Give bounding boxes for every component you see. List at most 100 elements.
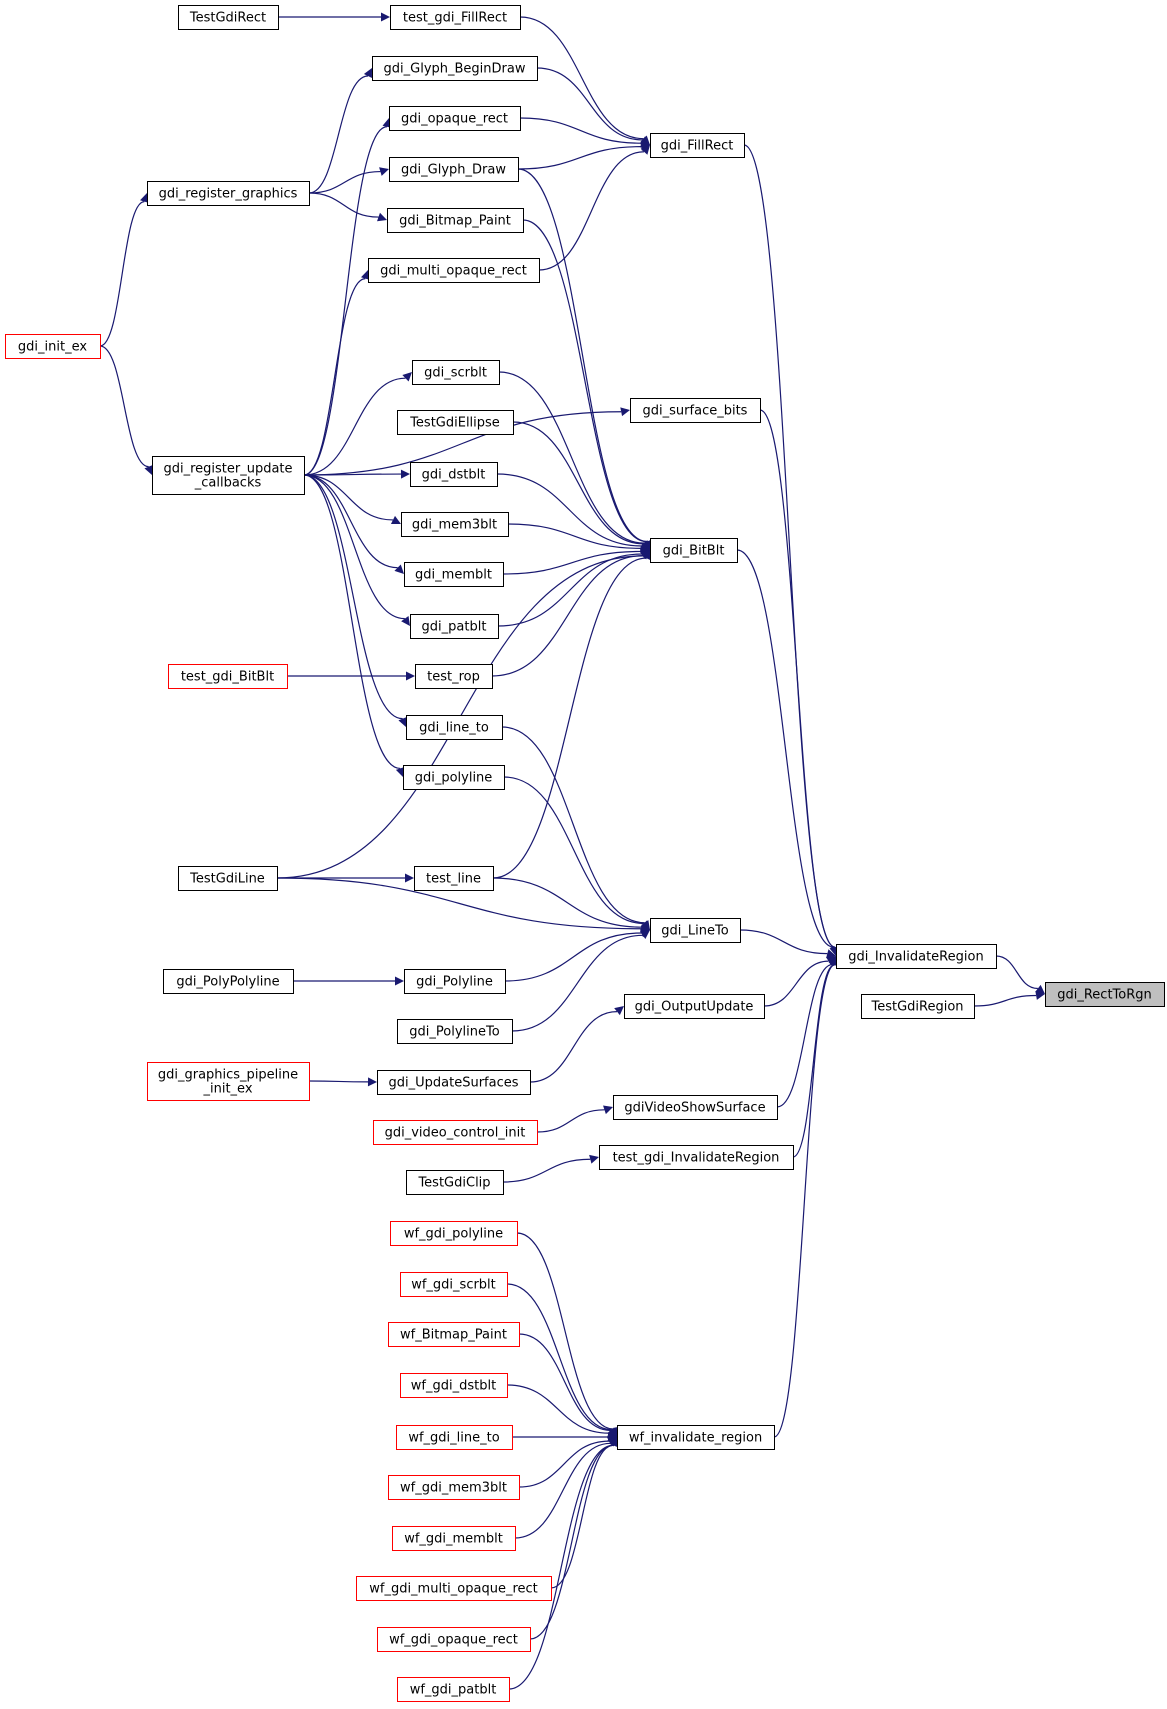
node-gdi_FillRect[interactable]: gdi_FillRect [650, 133, 745, 158]
node-box [388, 1475, 520, 1500]
node-gdi_Bitmap_Paint[interactable]: gdi_Bitmap_Paint [387, 208, 524, 233]
node-gdi_scrblt[interactable]: gdi_scrblt [412, 360, 500, 385]
edge-gdi_dstblt-to-gdi_BitBlt [496, 473, 642, 547]
node-TestGdiLine[interactable]: TestGdiLine [178, 866, 278, 891]
node-box [372, 56, 538, 81]
edge-wf_Bitmap_Paint-to-wf_invalidate_region [518, 1333, 611, 1432]
node-box [404, 562, 504, 587]
arrowhead-gdi_PolylineTo-to-gdi_LineTo [640, 930, 650, 939]
node-box [5, 334, 101, 359]
node-gdi_dstblt[interactable]: gdi_dstblt [410, 462, 498, 487]
edge-gdi_UpdateSurfaces-to-gdi_OutputUpdate [529, 1011, 618, 1083]
node-gdi_memblt[interactable]: gdi_memblt [404, 562, 504, 587]
node-label: gdi_register_update [163, 462, 292, 477]
node-box [406, 1170, 504, 1195]
node-TestGdiClip[interactable]: TestGdiClip [406, 1170, 504, 1195]
arrowhead-gdi_InvalidateRegion-to-gdi_RectToRgn [1035, 984, 1045, 994]
arrowhead-test_gdi_BitBlt-to-test_rop [406, 671, 415, 681]
edge-gdi_FillRect-to-gdi_InvalidateRegion [743, 144, 836, 948]
node-wf_gdi_patblt[interactable]: wf_gdi_patblt [397, 1677, 510, 1702]
nodes-layer: gdi_RectToRgngdi_InvalidateRegionTestGdi… [5, 5, 1165, 1702]
node-label: _init_ex [202, 1082, 252, 1097]
node-gdi_LineTo[interactable]: gdi_LineTo [650, 918, 741, 943]
node-gdi_register_graphics[interactable]: gdi_register_graphics [147, 181, 310, 206]
node-label: gdi_multi_opaque_rect [380, 264, 527, 279]
edge-gdi_opaque_rect-to-gdi_FillRect [519, 117, 642, 144]
edge-gdi_surface_bits-to-gdi_InvalidateRegion [759, 409, 835, 948]
arrowhead-wf_gdi_patblt-to-wf_invalidate_region [609, 1437, 618, 1448]
node-gdi_mem3blt[interactable]: gdi_mem3blt [401, 512, 509, 537]
node-gdi_UpdateSurfaces[interactable]: gdi_UpdateSurfaces [377, 1070, 531, 1095]
edge-gdi_LineTo-to-gdi_InvalidateRegion [739, 929, 828, 955]
node-gdi_graphics_pipeline_init_ex[interactable]: gdi_graphics_pipeline_init_ex [147, 1062, 310, 1101]
edge-wf_gdi_multi_opaque_rect-to-wf_invalidate_region [550, 1444, 614, 1589]
node-test_gdi_FillRect[interactable]: test_gdi_FillRect [390, 5, 521, 30]
node-wf_gdi_opaque_rect[interactable]: wf_gdi_opaque_rect [377, 1627, 531, 1652]
arrowhead-gdi_register_graphics-to-gdi_Bitmap_Paint [377, 212, 387, 222]
node-wf_gdi_scrblt[interactable]: wf_gdi_scrblt [400, 1272, 508, 1297]
node-wf_gdi_polyline[interactable]: wf_gdi_polyline [390, 1221, 518, 1246]
edge-gdi_register_graphics-to-gdi_Bitmap_Paint [308, 192, 379, 218]
edge-wf_gdi_dstblt-to-wf_invalidate_region [506, 1384, 609, 1434]
node-TestGdiRegion[interactable]: TestGdiRegion [861, 994, 975, 1019]
node-box [415, 664, 493, 689]
node-test_gdi_BitBlt[interactable]: test_gdi_BitBlt [168, 664, 288, 689]
node-gdi_OutputUpdate[interactable]: gdi_OutputUpdate [624, 994, 765, 1019]
node-gdi_line_to[interactable]: gdi_line_to [406, 715, 503, 740]
node-label: test_gdi_BitBlt [181, 670, 274, 685]
node-test_line[interactable]: test_line [414, 866, 494, 891]
node-box [178, 5, 279, 30]
node-box [368, 258, 540, 283]
node-TestGdiRect[interactable]: TestGdiRect [178, 5, 279, 30]
node-gdi_surface_bits[interactable]: gdi_surface_bits [630, 398, 761, 423]
node-box [630, 398, 761, 423]
node-wf_Bitmap_Paint[interactable]: wf_Bitmap_Paint [388, 1322, 520, 1347]
node-gdi_RectToRgn[interactable]: gdi_RectToRgn [1045, 982, 1165, 1007]
edge-test_rop-to-gdi_BitBlt [491, 555, 643, 677]
edge-gdi_Glyph_BeginDraw-to-gdi_FillRect [536, 67, 643, 141]
node-gdi_init_ex[interactable]: gdi_init_ex [5, 334, 101, 359]
node-gdi_BitBlt[interactable]: gdi_BitBlt [650, 538, 738, 563]
node-gdi_Glyph_Draw[interactable]: gdi_Glyph_Draw [389, 157, 519, 182]
node-box [624, 994, 765, 1019]
node-wf_gdi_multi_opaque_rect[interactable]: wf_gdi_multi_opaque_rect [356, 1576, 552, 1601]
node-box [397, 1677, 510, 1702]
node-wf_invalidate_region[interactable]: wf_invalidate_region [617, 1425, 775, 1450]
node-test_gdi_InvalidateRegion[interactable]: test_gdi_InvalidateRegion [599, 1145, 794, 1170]
node-gdi_patblt[interactable]: gdi_patblt [410, 614, 499, 639]
edge-gdi_register_update_callbacks-to-gdi_mem3blt [303, 474, 393, 521]
edge-gdi_graphics_pipeline_init_ex-to-gdi_UpdateSurfaces [308, 1080, 369, 1083]
node-gdi_InvalidateRegion[interactable]: gdi_InvalidateRegion [836, 944, 997, 969]
arrowhead-gdi_register_update_callbacks-to-gdi_patblt [401, 616, 410, 626]
node-label: gdi_opaque_rect [401, 112, 508, 127]
node-gdi_opaque_rect[interactable]: gdi_opaque_rect [389, 106, 521, 131]
node-gdi_polyline[interactable]: gdi_polyline [403, 765, 505, 790]
node-label: gdi_init_ex [18, 340, 87, 355]
arrowhead-gdi_UpdateSurfaces-to-gdi_OutputUpdate [614, 1006, 624, 1016]
edge-gdi_video_control_init-to-gdiVideoShowSurface [536, 1109, 605, 1133]
node-label: gdi_dstblt [422, 468, 486, 483]
node-wf_gdi_mem3blt[interactable]: wf_gdi_mem3blt [388, 1475, 520, 1500]
edge-gdi_register_update_callbacks-to-gdi_memblt [303, 474, 398, 569]
node-label: gdi_OutputUpdate [635, 1000, 754, 1015]
edge-gdi_Glyph_Draw-to-gdi_FillRect [517, 146, 642, 170]
node-gdi_multi_opaque_rect[interactable]: gdi_multi_opaque_rect [368, 258, 540, 283]
node-wf_gdi_dstblt[interactable]: wf_gdi_dstblt [400, 1373, 508, 1398]
node-gdi_PolyPolyline[interactable]: gdi_PolyPolyline [163, 969, 294, 994]
node-wf_gdi_memblt[interactable]: wf_gdi_memblt [392, 1526, 516, 1551]
node-label: gdi_PolylineTo [409, 1025, 499, 1040]
node-box [388, 1322, 520, 1347]
node-label: wf_gdi_patblt [410, 1683, 497, 1698]
node-gdi_Polyline[interactable]: gdi_Polyline [404, 969, 506, 994]
arrowhead-gdi_register_update_callbacks-to-gdi_dstblt [400, 469, 410, 479]
node-gdi_Glyph_BeginDraw[interactable]: gdi_Glyph_BeginDraw [372, 56, 538, 81]
node-gdi_register_update_callbacks[interactable]: gdi_register_update_callbacks [152, 456, 305, 495]
node-test_rop[interactable]: test_rop [415, 664, 493, 689]
node-wf_gdi_line_to[interactable]: wf_gdi_line_to [396, 1425, 513, 1450]
node-gdi_video_control_init[interactable]: gdi_video_control_init [373, 1120, 538, 1145]
arrowhead-gdi_register_update_callbacks-to-gdi_mem3blt [390, 515, 401, 524]
node-label: gdi_Glyph_BeginDraw [384, 62, 526, 77]
node-TestGdiEllipse[interactable]: TestGdiEllipse [397, 410, 514, 435]
node-gdi_PolylineTo[interactable]: gdi_PolylineTo [397, 1019, 513, 1044]
node-gdiVideoShowSurface[interactable]: gdiVideoShowSurface [613, 1095, 778, 1120]
